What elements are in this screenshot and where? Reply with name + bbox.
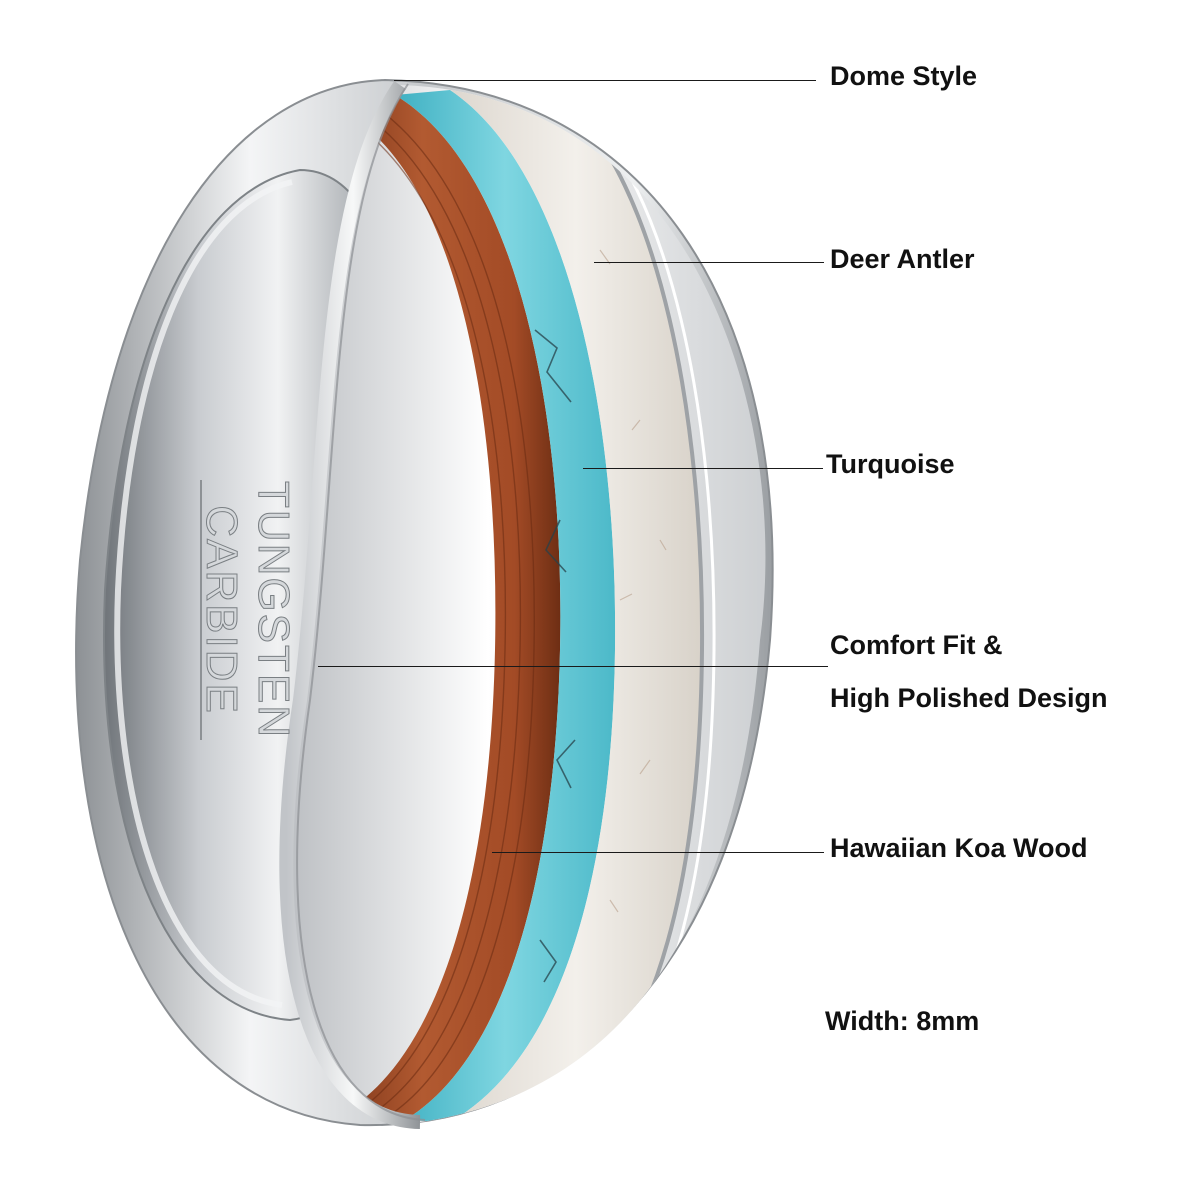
leader-deer-antler [594,262,824,263]
label-comfort-fit-line1: Comfort Fit & [830,630,1003,660]
leader-koa-wood [492,852,824,853]
label-deer-antler: Deer Antler [830,244,975,274]
engraving-line2: CARBIDE [197,505,246,715]
engraving: TUNGSTEN CARBIDE [197,480,299,740]
leader-turquoise [583,468,823,469]
leader-comfort-fit [318,666,828,667]
leader-dome-style [394,80,816,81]
turquoise-inlay [395,90,616,1122]
label-dome-style: Dome Style [830,61,978,91]
koa-wood-inlay [330,95,561,1120]
deer-antler-inlay [450,90,703,1122]
engraving-line1: TUNGSTEN [249,481,298,739]
label-koa-wood: Hawaiian Koa Wood [830,833,1088,863]
label-turquoise: Turquoise [826,449,955,479]
label-comfort-fit-line2: High Polished Design [830,683,1108,713]
label-width: Width: 8mm [825,1006,980,1036]
